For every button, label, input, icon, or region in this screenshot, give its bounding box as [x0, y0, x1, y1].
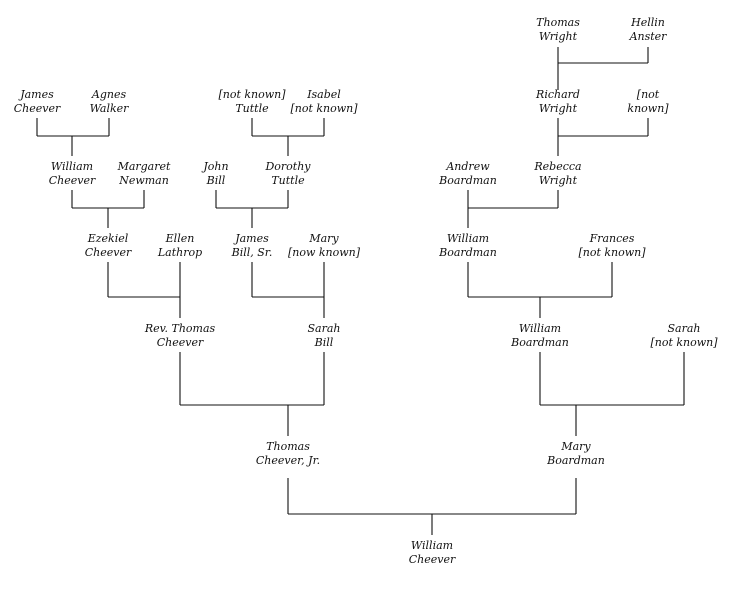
- surname: [not known]: [290, 102, 358, 115]
- person-mary: Mary [now known]: [269, 232, 379, 260]
- person-james-cheever: James Cheever: [0, 88, 92, 116]
- given-name: Thomas: [266, 440, 310, 453]
- given-name: Isabel: [307, 88, 341, 101]
- given-name: Dorothy: [265, 160, 311, 173]
- surname: Tuttle: [235, 102, 269, 115]
- surname: Boardman: [547, 454, 605, 467]
- given-name: Ezekiel: [87, 232, 129, 245]
- person-unknown-tuttle: [not known] Tuttle: [197, 88, 307, 116]
- person-james-bill-sr: James Bill, Sr.: [197, 232, 307, 260]
- person-thomas-cheever-jr: Thomas Cheever, Jr.: [233, 440, 343, 468]
- given-name: Andrew: [446, 160, 490, 173]
- person-rebecca-wright: Rebecca Wright: [503, 160, 613, 188]
- given-name: Hellin: [631, 16, 665, 29]
- person-sarah-bill: Sarah Bill: [269, 322, 379, 350]
- given-name: Mary: [309, 232, 339, 245]
- given-name: William: [446, 232, 490, 245]
- person-william-cheever-elder: William Cheever: [17, 160, 127, 188]
- surname: Cheever: [48, 174, 96, 187]
- given-name: Rebecca: [534, 160, 582, 173]
- person-unknown-wife-of-richard-wright: [not known]: [593, 88, 703, 116]
- person-john-bill: John Bill: [161, 160, 271, 188]
- person-margaret-newman: Margaret Newman: [89, 160, 199, 188]
- surname: Bill: [314, 336, 334, 349]
- given-name: [not: [636, 88, 660, 101]
- surname: Anster: [629, 30, 667, 43]
- surname: Lathrop: [157, 246, 203, 259]
- person-isabel: Isabel [not known]: [269, 88, 379, 116]
- person-ellen-lathrop: Ellen Lathrop: [125, 232, 235, 260]
- person-rev-thomas-cheever: Rev. Thomas Cheever: [125, 322, 235, 350]
- person-hellin-anster: Hellin Anster: [593, 16, 703, 44]
- surname: Boardman: [439, 246, 497, 259]
- given-name: John: [203, 160, 229, 173]
- person-william-boardman-elder: William Boardman: [413, 232, 523, 260]
- person-thomas-wright: Thomas Wright: [503, 16, 613, 44]
- surname: Cheever: [156, 336, 204, 349]
- given-name: James: [20, 88, 54, 101]
- person-richard-wright: Richard Wright: [503, 88, 613, 116]
- surname: Cheever: [84, 246, 132, 259]
- surname: Boardman: [439, 174, 497, 187]
- surname: Cheever, Jr.: [255, 454, 321, 467]
- person-william-boardman-younger: William Boardman: [485, 322, 595, 350]
- given-name: Mary: [561, 440, 591, 453]
- person-ezekiel-cheever: Ezekiel Cheever: [53, 232, 163, 260]
- given-name: Frances: [589, 232, 635, 245]
- surname: [not known]: [578, 246, 646, 259]
- surname: Cheever: [13, 102, 61, 115]
- given-name: James: [235, 232, 269, 245]
- person-andrew-boardman: Andrew Boardman: [413, 160, 523, 188]
- person-agnes-walker: Agnes Walker: [54, 88, 164, 116]
- surname: Cheever: [408, 553, 456, 566]
- surname: Walker: [89, 102, 129, 115]
- surname: Wright: [538, 102, 578, 115]
- given-name: Agnes: [91, 88, 127, 101]
- person-sarah: Sarah [not known]: [629, 322, 739, 350]
- surname: Bill: [206, 174, 226, 187]
- person-mary-boardman: Mary Boardman: [521, 440, 631, 468]
- given-name: Richard: [536, 88, 580, 101]
- surname: Bill, Sr.: [231, 246, 273, 259]
- surname: Tuttle: [271, 174, 305, 187]
- surname: Newman: [119, 174, 169, 187]
- given-name: William: [50, 160, 94, 173]
- surname: Wright: [538, 174, 578, 187]
- surname: known]: [627, 102, 669, 115]
- surname: [now known]: [287, 246, 361, 259]
- surname: Boardman: [511, 336, 569, 349]
- person-william-cheever-root: William Cheever: [377, 539, 487, 567]
- given-name: Ellen: [165, 232, 195, 245]
- person-frances: Frances [not known]: [557, 232, 667, 260]
- given-name: William: [410, 539, 454, 552]
- person-dorothy-tuttle: Dorothy Tuttle: [233, 160, 343, 188]
- given-name: Margaret: [117, 160, 171, 173]
- surname: Wright: [538, 30, 578, 43]
- given-name: [not known]: [218, 88, 286, 101]
- given-name: Sarah: [307, 322, 341, 335]
- given-name: William: [518, 322, 562, 335]
- given-name: Sarah: [667, 322, 701, 335]
- given-name: Rev. Thomas: [144, 322, 216, 335]
- surname: [not known]: [650, 336, 718, 349]
- given-name: Thomas: [536, 16, 580, 29]
